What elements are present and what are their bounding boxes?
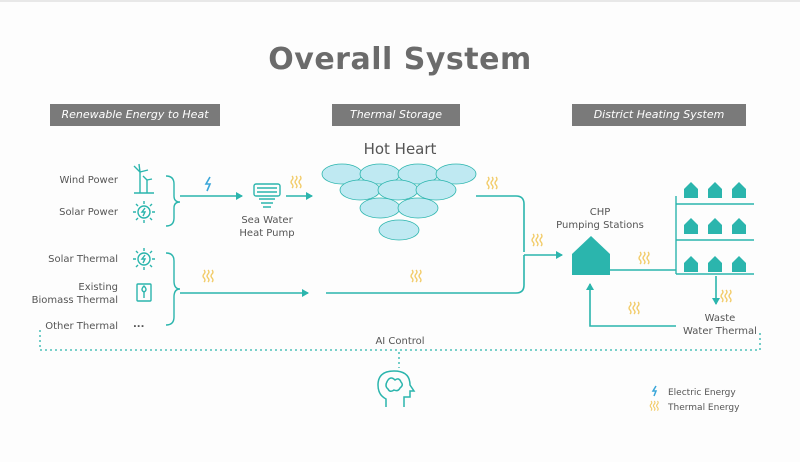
house-icon (708, 256, 722, 272)
house-icon (708, 218, 722, 234)
brace-electric (165, 175, 181, 227)
flow-storage-to-chp (476, 195, 525, 252)
wave-icon (202, 269, 214, 283)
wave-icon (290, 175, 302, 189)
wave-icon (486, 176, 498, 190)
biomass-label-line1: Existing (78, 282, 118, 293)
wave-icon (720, 289, 732, 303)
tank (378, 219, 420, 241)
legend-electric-label: Electric Energy (668, 388, 736, 398)
tank (415, 179, 457, 201)
chp-label-line1: CHP (589, 207, 611, 218)
wind-power-label: Wind Power (59, 175, 118, 186)
sun-icon (133, 201, 155, 223)
other-thermal-label: Other Thermal (45, 321, 118, 332)
solar-power-label: Solar Power (59, 207, 118, 218)
house-icon (708, 182, 722, 198)
house-icon (684, 256, 698, 272)
flow-thermal-to-chp (326, 255, 525, 294)
tank (397, 197, 439, 219)
heat-pump-label-line2: Heat Pump (239, 228, 295, 239)
house-icon (732, 182, 746, 198)
top-border (0, 0, 800, 2)
wave-icon (628, 301, 640, 315)
waste-water-label-line2: Water Thermal (683, 326, 757, 337)
ai-control-label: AI Control (360, 335, 440, 348)
heat-pump-icon (253, 183, 281, 208)
section-header-storage: Thermal Storage (332, 104, 460, 126)
lightning-icon (651, 385, 658, 397)
hot-heart-tanks (321, 163, 477, 241)
brain-head-icon (377, 370, 416, 407)
leaf-box-icon (136, 283, 152, 302)
tank (359, 197, 401, 219)
sun-icon (133, 248, 155, 270)
wave-icon (410, 269, 422, 283)
house-icon (684, 182, 698, 198)
heat-pump-label-line1: Sea Water (241, 215, 293, 226)
page-title: Overall System (268, 42, 532, 77)
lightning-icon (204, 176, 212, 192)
tank (377, 179, 419, 201)
house-icon (732, 218, 746, 234)
hot-heart-label: Hot Heart (363, 140, 437, 158)
wave-icon (531, 233, 543, 247)
wind-turbine-icon (133, 163, 154, 194)
ellipsis-icon: ... (133, 319, 145, 330)
ai-control-bracket (39, 330, 761, 351)
building-icon (572, 236, 610, 275)
flow-waste-return (586, 283, 676, 327)
brace-thermal (165, 252, 181, 326)
house-icon (732, 256, 746, 272)
house-icon (684, 218, 698, 234)
wave-icon (649, 400, 659, 412)
tank (435, 163, 477, 185)
tank (339, 179, 381, 201)
solar-thermal-label: Solar Thermal (48, 254, 118, 265)
legend-thermal-label: Thermal Energy (668, 403, 740, 413)
chp-label-line2: Pumping Stations (556, 220, 644, 231)
section-header-district: District Heating System (572, 104, 746, 126)
houses-grid (675, 196, 754, 275)
waste-water-label-line1: Waste (704, 313, 736, 324)
wave-icon (638, 251, 650, 265)
section-header-renewable: Renewable Energy to Heat (50, 104, 220, 126)
biomass-label-line2: Biomass Thermal (31, 295, 118, 306)
